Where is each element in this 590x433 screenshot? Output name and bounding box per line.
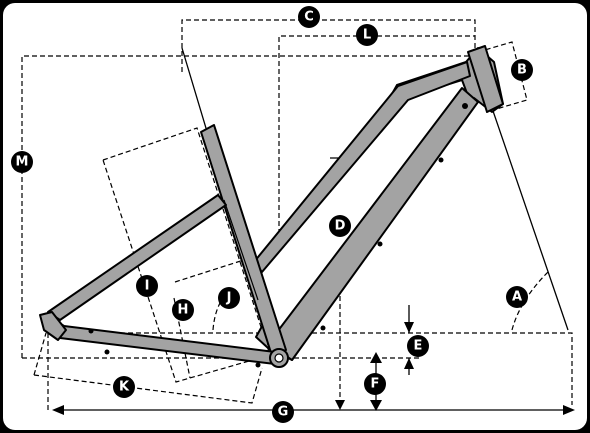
label-d: D: [329, 215, 351, 237]
head-tube: [467, 45, 504, 113]
label-g: G: [272, 401, 294, 423]
svg-text:K: K: [119, 380, 130, 395]
svg-text:J: J: [226, 291, 232, 306]
rear-dropout: [39, 311, 67, 341]
svg-text:D: D: [335, 219, 346, 234]
dim-j-line: [174, 257, 251, 283]
svg-text:C: C: [304, 10, 314, 25]
label-i: I: [136, 275, 158, 297]
seat-tube: [200, 124, 287, 357]
label-e: E: [407, 335, 429, 357]
seat-stay: [47, 194, 227, 321]
svg-text:G: G: [278, 405, 289, 420]
label-m: M: [11, 151, 33, 173]
svg-text:A: A: [512, 290, 522, 305]
label-c: C: [298, 6, 320, 28]
label-b: B: [511, 59, 533, 81]
dim-m-line: [21, 55, 475, 358]
svg-text:H: H: [178, 303, 189, 318]
dim-a-steering-axis: [491, 107, 569, 331]
svg-text:L: L: [363, 28, 371, 43]
label-a: A: [506, 286, 528, 308]
svg-text:I: I: [145, 279, 150, 294]
label-l: L: [356, 24, 378, 46]
dim-axle-line: [48, 332, 573, 405]
dim-h-line: [173, 297, 191, 379]
label-h: H: [172, 299, 194, 321]
label-k: K: [113, 376, 135, 398]
svg-text:F: F: [371, 377, 380, 392]
dim-c-line: [181, 19, 476, 72]
svg-text:E: E: [414, 339, 423, 354]
svg-text:B: B: [517, 63, 527, 78]
main-down-tube: [267, 87, 479, 361]
dim-k-line: [33, 367, 263, 404]
svg-text:M: M: [16, 155, 29, 170]
label-j: J: [218, 287, 240, 309]
bike-frame: [39, 45, 504, 368]
dim-j-arc: [212, 291, 229, 331]
label-f: F: [364, 373, 386, 395]
